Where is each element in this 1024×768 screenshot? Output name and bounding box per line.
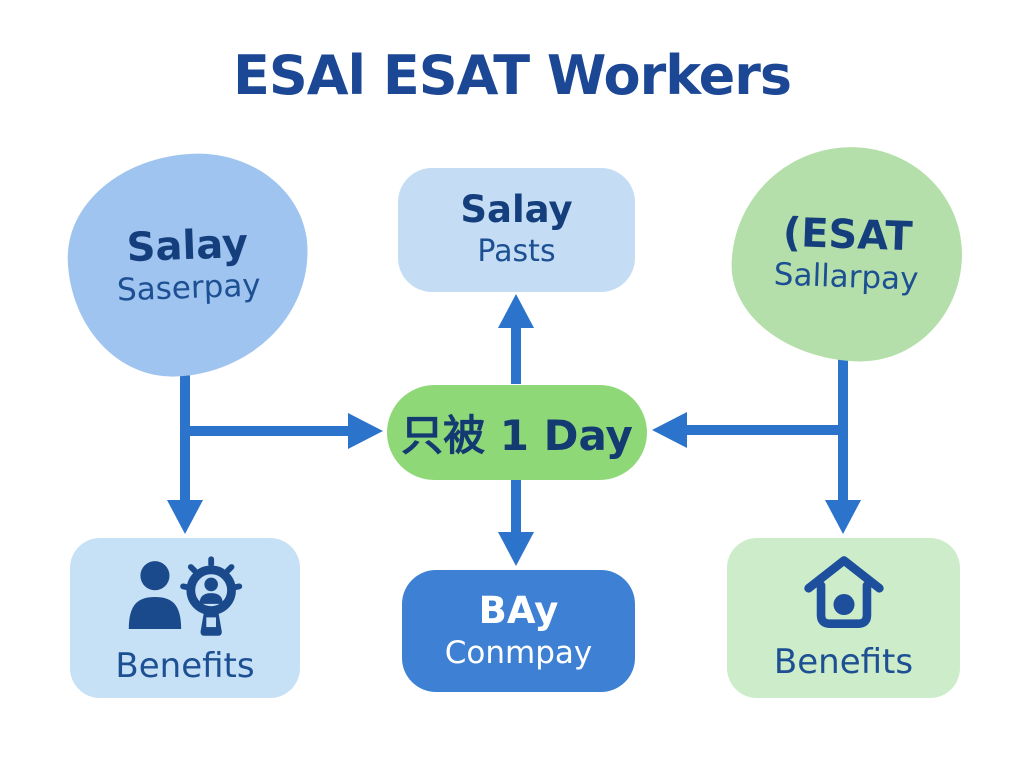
salary-pasts-box: Salay Pasts [398, 168, 635, 292]
esat-blob-title: (ESAT [782, 209, 914, 260]
one-day-label: 只被 1 Day [401, 411, 633, 460]
salary-blob-subtitle: Saserpay [116, 267, 262, 309]
arrow-left-to-center [185, 413, 383, 449]
arrow-right-to-center [652, 412, 843, 448]
arrow-right-down [825, 350, 861, 534]
bay-company-box: BAy Conmpay [402, 570, 635, 692]
salary-blob: Salay Saserpay [64, 149, 312, 381]
benefits-left-label: Benefits [115, 646, 255, 686]
benefits-card-left: Benefits [70, 538, 300, 698]
salary-pasts-subtitle: Pasts [477, 233, 556, 269]
benefits-right-label: Benefits [773, 642, 914, 682]
bay-company-subtitle: Conmpay [444, 634, 593, 671]
arrow-center-down [498, 480, 534, 566]
diagram-title: ESAl ESAT Workers [232, 44, 792, 107]
house-icon [796, 548, 892, 640]
bay-company-title: BAy [478, 589, 559, 633]
esat-blob: (ESAT Sallarpay [728, 143, 966, 365]
benefits-card-right: Benefits [727, 538, 960, 698]
esat-blob-subtitle: Sallarpay [773, 256, 920, 298]
salary-blob-title: Salay [125, 220, 249, 271]
person-search-icon [122, 552, 248, 644]
arrow-center-up [498, 294, 534, 384]
one-day-pill: 只被 1 Day [387, 385, 647, 480]
salary-pasts-title: Salay [460, 188, 573, 232]
